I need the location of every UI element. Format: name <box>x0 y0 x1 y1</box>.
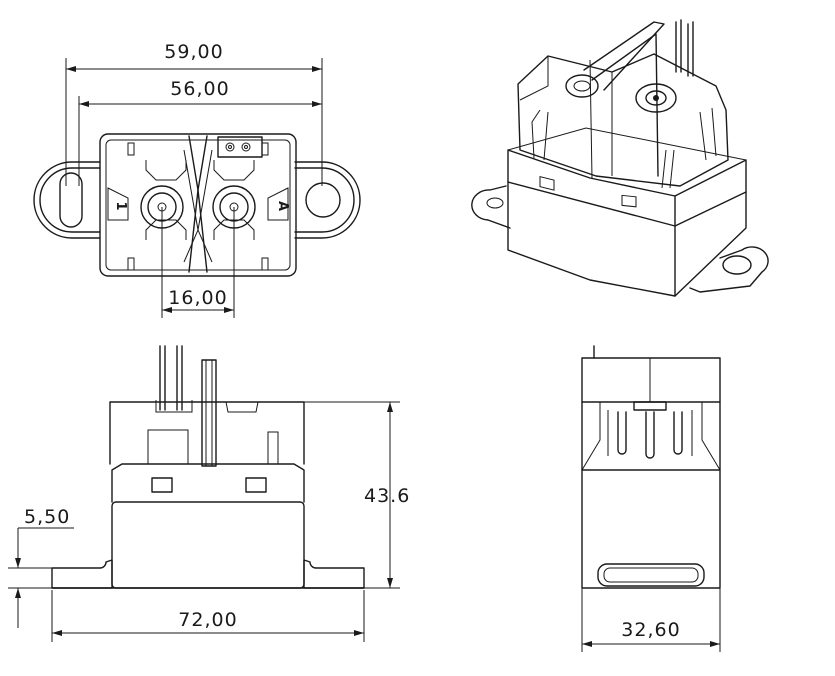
top-housing <box>99 133 297 277</box>
dim-top-outer-width: 59,00 <box>164 41 223 63</box>
dim-terminal-spacing: 16,00 <box>168 287 227 309</box>
terminal-mark-left: 1 <box>113 201 128 210</box>
dim-overall-length: 72,00 <box>178 609 237 631</box>
dim-flange-thickness: 5,50 <box>24 506 70 528</box>
dim-side-width: 32,60 <box>621 619 680 641</box>
top-view: 1 A 59,00 56,00 16,00 <box>33 41 361 318</box>
isometric-view <box>471 19 769 297</box>
iso-body <box>507 149 747 297</box>
dim-overall-height: 43.6 <box>364 485 410 507</box>
coil-connector <box>217 136 263 158</box>
dim-top-hole-spacing: 56,00 <box>170 78 229 100</box>
front-view: 43.6 5,50 72,00 <box>8 345 410 642</box>
right-mounting-hole <box>305 182 341 218</box>
side-body <box>581 357 721 589</box>
side-view: 32,60 <box>581 345 721 652</box>
terminal-mark-right: A <box>275 201 290 211</box>
front-body <box>111 501 305 589</box>
